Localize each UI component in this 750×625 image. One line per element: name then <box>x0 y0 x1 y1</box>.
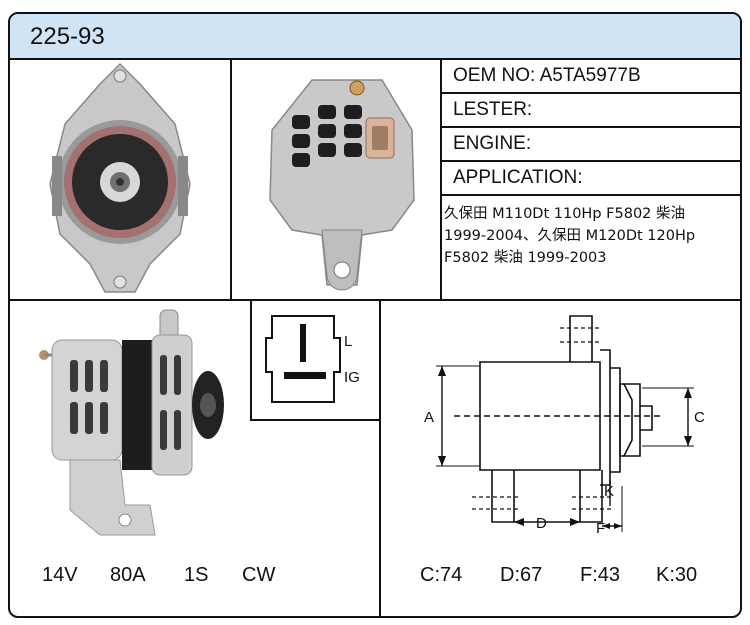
dim-label-d: D <box>536 515 547 532</box>
engine-row: ENGINE: <box>442 128 740 162</box>
spec-pulley: 1S <box>184 564 209 586</box>
part-number-title: 225-93 <box>30 23 105 50</box>
v-divider-2 <box>440 60 442 299</box>
dim-label-c: C <box>694 409 705 426</box>
alternator-front-image <box>49 62 191 293</box>
engine-label: ENGINE: <box>453 133 532 154</box>
v-divider-4 <box>379 299 381 616</box>
v-divider-1 <box>230 60 232 299</box>
v-divider-3 <box>250 299 252 419</box>
dim-value-d: D:67 <box>500 564 543 586</box>
terminal-ig-label: IG <box>344 369 360 386</box>
oem-label: OEM NO: <box>453 65 536 86</box>
spec-amperage: 80A <box>110 564 146 586</box>
dim-value-f: F:43 <box>580 564 621 586</box>
spec-rotation: CW <box>242 564 276 586</box>
title-bar: 225-93 <box>10 14 740 60</box>
oem-value: A5TA5977B <box>539 65 641 86</box>
terminal-l-label: L <box>344 333 353 350</box>
alternator-rear-image <box>269 79 415 291</box>
wiring-bottom-divider <box>250 419 380 421</box>
wiring-diagram <box>265 315 341 403</box>
oem-row: OEM NO: A5TA5977B <box>442 60 740 94</box>
dimension-drawing: A C D F K <box>424 315 705 537</box>
application-row: APPLICATION: <box>442 162 740 196</box>
top-row-divider <box>10 299 740 301</box>
dim-value-k: K:30 <box>656 564 698 586</box>
dim-label-f: F <box>596 520 605 537</box>
alternator-side-image <box>39 309 224 536</box>
lester-label: LESTER: <box>453 99 533 120</box>
dim-label-k: K <box>604 483 614 500</box>
lester-row: LESTER: <box>442 94 740 128</box>
dim-label-a: A <box>424 409 434 426</box>
dim-value-c: C:74 <box>420 564 463 586</box>
application-text: 久保田 M110Dt 110Hp F5802 柴油 1999-2004、久保田 … <box>444 206 696 266</box>
spec-voltage: 14V <box>42 564 78 586</box>
application-label: APPLICATION: <box>453 167 583 188</box>
